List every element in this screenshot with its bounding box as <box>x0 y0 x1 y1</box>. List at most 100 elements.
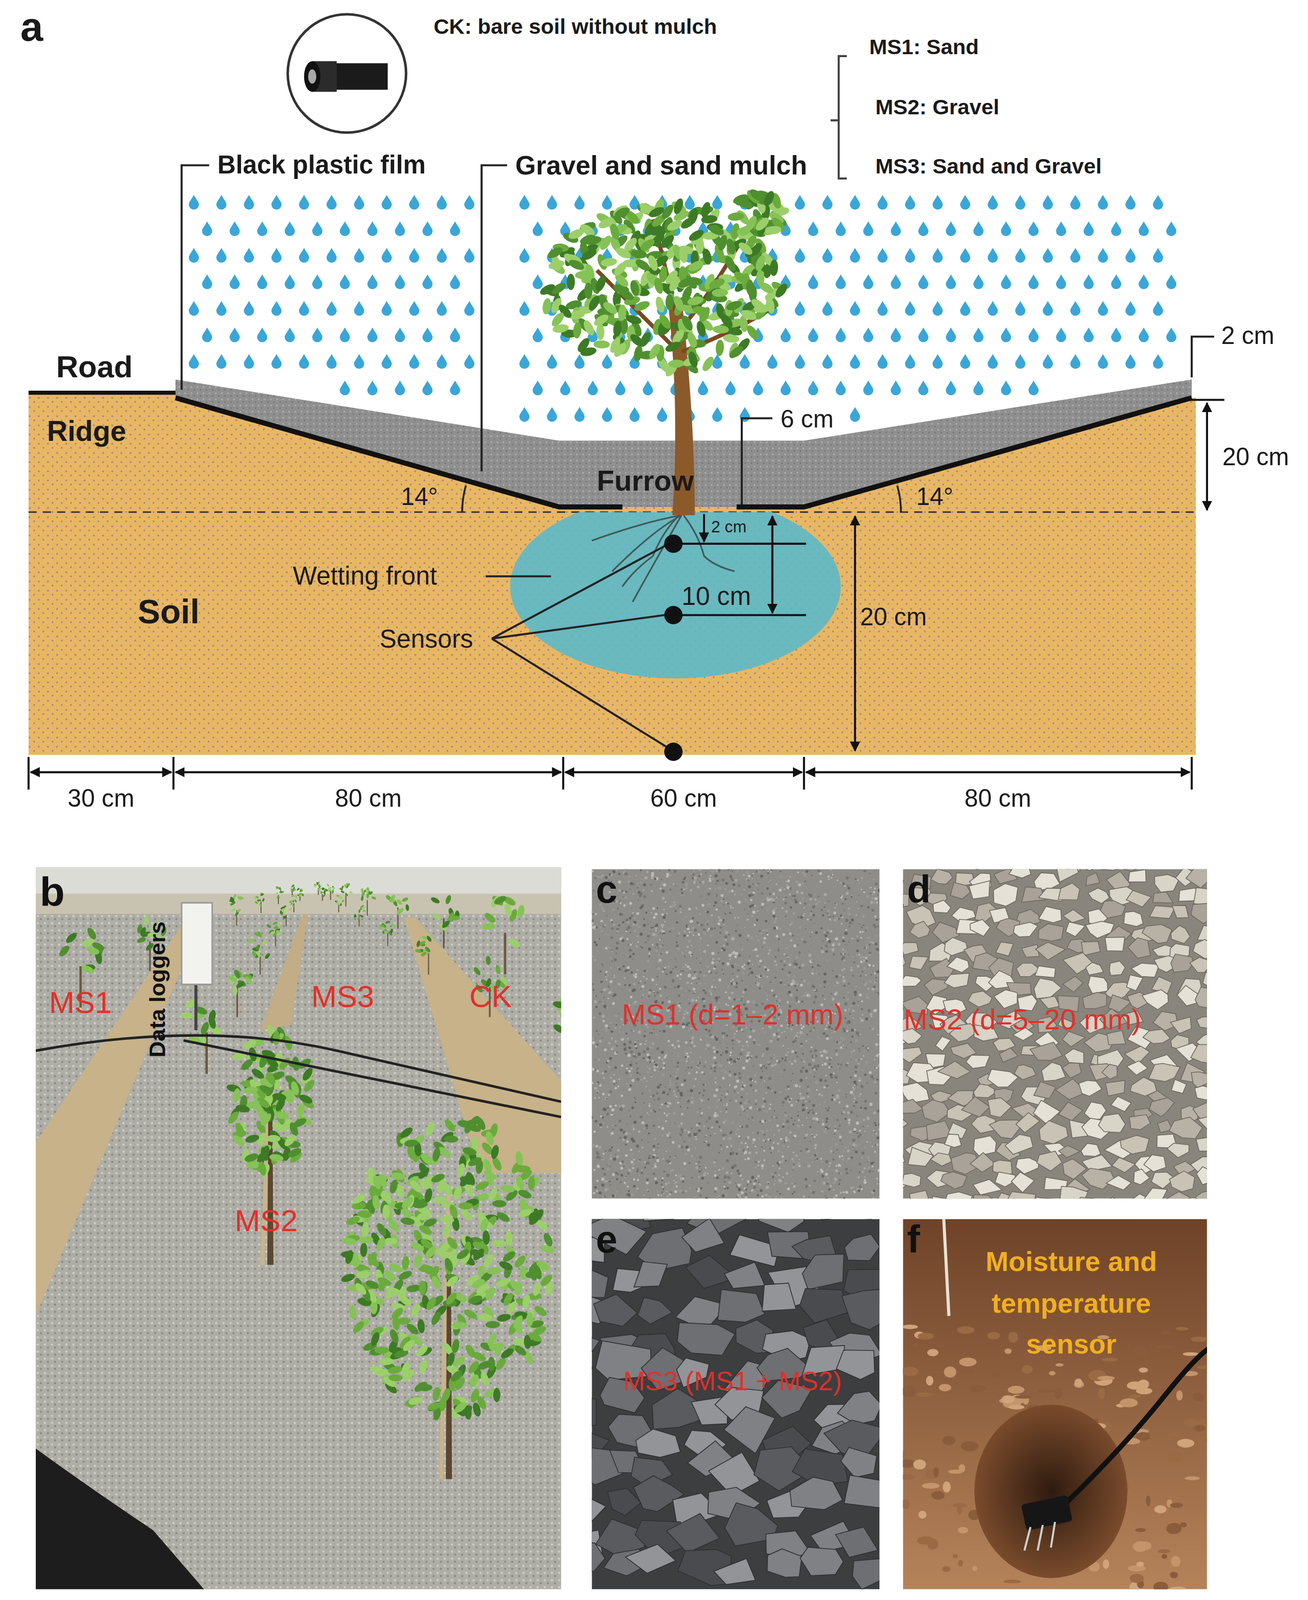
raindrop <box>1125 300 1136 316</box>
raindrop <box>367 380 378 396</box>
raindrop <box>1125 194 1136 210</box>
raindrop <box>409 300 420 316</box>
raindrop <box>574 194 585 210</box>
raindrop <box>1028 221 1040 237</box>
raindrop <box>1000 327 1012 343</box>
raindrop <box>794 300 806 316</box>
raindrop <box>657 407 668 423</box>
raindrop <box>1042 248 1053 263</box>
raindrop <box>932 248 944 263</box>
raindrop <box>945 274 957 290</box>
raindrop <box>780 327 791 343</box>
raindrop <box>932 300 944 316</box>
raindrop <box>987 194 999 210</box>
raindrop <box>807 327 819 343</box>
raindrop <box>850 194 861 210</box>
raindrop <box>1166 274 1177 290</box>
raindrop <box>353 300 365 316</box>
raindrop <box>890 221 902 237</box>
raindrop <box>945 221 957 237</box>
raindrop <box>877 194 888 210</box>
raindrop <box>1015 300 1026 316</box>
raindrop <box>877 248 888 263</box>
raindrop <box>367 221 378 237</box>
raindrop <box>959 300 971 316</box>
raindrop <box>560 380 571 396</box>
raindrop <box>339 221 350 237</box>
raindrop <box>807 221 819 237</box>
raindrop <box>587 380 599 396</box>
raindrop <box>449 274 461 290</box>
raindrop <box>312 221 323 237</box>
raindrop <box>615 380 626 396</box>
raindrop <box>188 353 200 369</box>
raindrop <box>284 274 296 290</box>
raindrop <box>642 380 654 396</box>
raindrop <box>257 274 268 290</box>
raindrop <box>436 353 447 369</box>
raindrop <box>807 274 819 290</box>
raindrop <box>422 380 434 396</box>
raindrop <box>312 327 323 343</box>
raindrop <box>863 380 874 396</box>
raindrop <box>959 353 971 369</box>
raindrop <box>973 380 984 396</box>
raindrop <box>367 327 378 343</box>
raindrop <box>257 221 268 237</box>
raindrop <box>877 353 888 369</box>
raindrop <box>684 194 696 210</box>
raindrop <box>519 407 530 423</box>
raindrop <box>1070 194 1081 210</box>
raindrop <box>725 380 736 396</box>
raindrop <box>1070 353 1081 369</box>
raindrop <box>519 300 530 316</box>
raindrop <box>449 221 461 237</box>
raindrop <box>794 194 806 210</box>
leader-line <box>481 165 508 472</box>
raindrop <box>739 353 751 369</box>
raindrop <box>326 194 338 210</box>
raindrop <box>780 380 791 396</box>
raindrop <box>243 353 255 369</box>
raindrop <box>243 300 255 316</box>
raindrop <box>987 300 999 316</box>
raindrop <box>519 248 530 263</box>
raindrop <box>574 353 585 369</box>
raindrop <box>464 194 475 210</box>
raindrop <box>532 221 543 237</box>
raindrop <box>904 353 916 369</box>
raindrop <box>1000 380 1012 396</box>
raindrop <box>1111 327 1122 343</box>
raindrop <box>987 353 999 369</box>
raindrop <box>326 248 338 263</box>
raindrop <box>945 327 957 343</box>
raindrop <box>394 221 406 237</box>
raindrop <box>574 407 585 423</box>
raindrop <box>1000 221 1012 237</box>
raindrop <box>436 300 447 316</box>
raindrop <box>339 380 350 396</box>
raindrop <box>367 274 378 290</box>
raindrop <box>326 353 338 369</box>
raindrop <box>216 248 227 263</box>
raindrop <box>945 380 957 396</box>
leaf <box>570 1003 578 1018</box>
raindrop <box>904 300 916 316</box>
film-roll-icon <box>308 69 317 85</box>
raindrop <box>464 300 475 316</box>
raindrop <box>298 194 310 210</box>
raindrop <box>1055 221 1067 237</box>
raindrop <box>987 248 999 263</box>
raindrop <box>863 274 874 290</box>
raindrop <box>381 300 393 316</box>
raindrop <box>1097 248 1109 263</box>
raindrop <box>532 274 543 290</box>
raindrop <box>353 353 365 369</box>
raindrop <box>409 194 420 210</box>
raindrop <box>381 248 393 263</box>
raindrop <box>794 353 806 369</box>
raindrop <box>973 274 984 290</box>
raindrop <box>229 274 241 290</box>
raindrop <box>394 380 406 396</box>
